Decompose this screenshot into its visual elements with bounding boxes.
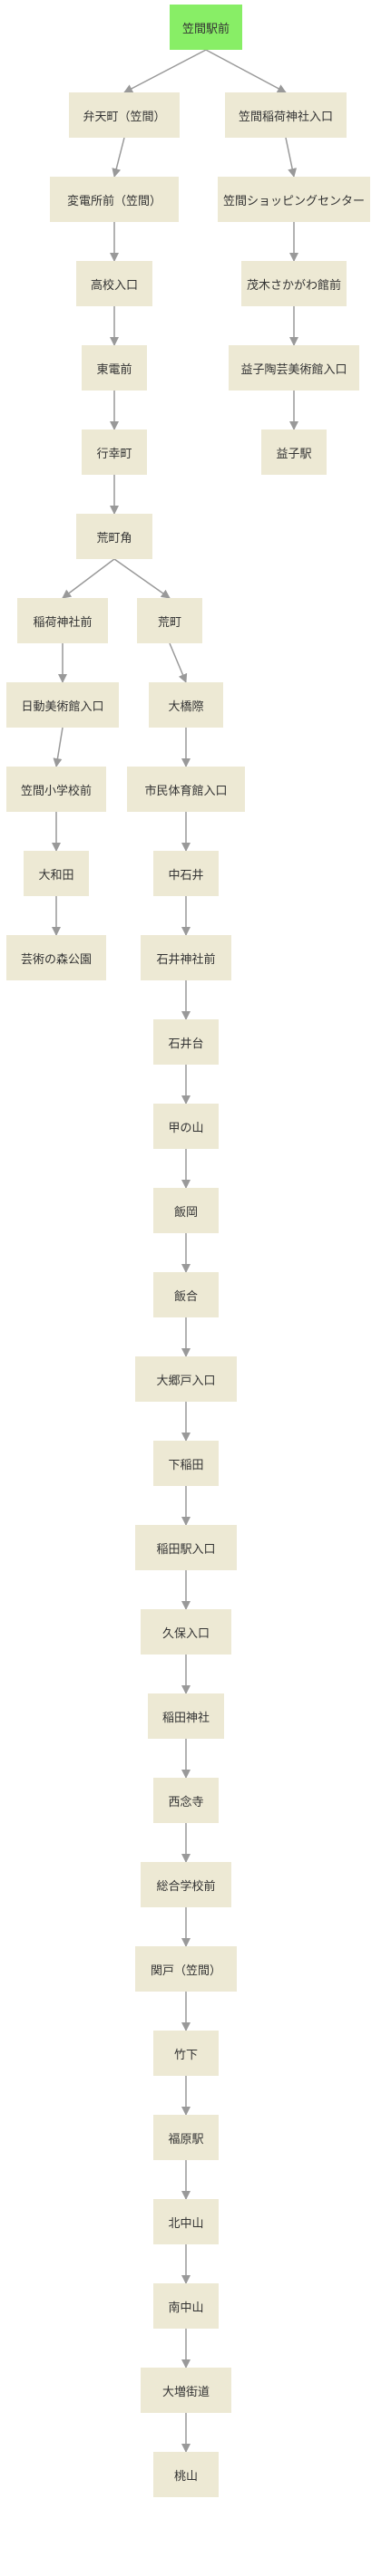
stop-node: 益子駅 (261, 429, 327, 475)
stop-node: 弁天町（笠間） (69, 92, 180, 138)
stop-node: 笠間小学校前 (6, 767, 106, 812)
connector-arrow (113, 558, 171, 599)
stop-node: 中石井 (153, 851, 219, 896)
stop-node: 大増街道 (141, 2368, 231, 2413)
stop-node: 北中山 (153, 2199, 219, 2244)
stop-node: 稲田神社 (148, 1693, 224, 1739)
stop-node: 高校入口 (76, 261, 152, 306)
stop-node: 大橋際 (149, 682, 223, 728)
stop-node: 西念寺 (153, 1778, 219, 1823)
stop-node: 益子陶芸美術館入口 (229, 345, 359, 391)
stop-node: 変電所前（笠間） (50, 177, 179, 222)
connector-arrow (205, 49, 287, 93)
stop-node: 久保入口 (141, 1609, 231, 1655)
stop-node: 南中山 (153, 2283, 219, 2329)
stop-node: 市民体育館入口 (127, 767, 245, 812)
stop-node: 東電前 (82, 345, 147, 391)
stop-node: 甲の山 (153, 1104, 219, 1149)
stop-node: 笠間駅前 (170, 5, 242, 50)
stop-node: 笠間稲荷神社入口 (225, 92, 347, 138)
connector-arrow (53, 727, 64, 767)
stop-node: 福原駅 (153, 2115, 219, 2160)
stop-node: 大和田 (24, 851, 89, 896)
connector-arrow (62, 558, 115, 599)
stop-node: 行幸町 (82, 429, 147, 475)
connector-arrow (285, 137, 298, 178)
stop-node: 大郷戸入口 (135, 1356, 237, 1402)
stop-node: 荒町角 (76, 514, 152, 559)
stop-node: 石井台 (153, 1019, 219, 1065)
stop-node: 石井神社前 (141, 935, 231, 980)
stop-node: 桃山 (153, 2452, 219, 2497)
stop-node: 荒町 (137, 598, 202, 643)
stop-node: 芸術の森公園 (6, 935, 106, 980)
stop-node: 総合学校前 (141, 1862, 231, 1907)
stop-node: 関戸（笠間） (135, 1946, 237, 1992)
connector-arrow (123, 49, 207, 93)
stop-node: 笠間ショッピングセンター (218, 177, 370, 222)
stop-node: 飯岡 (153, 1188, 219, 1233)
connector-arrow (112, 137, 125, 178)
stop-node: 竹下 (153, 2031, 219, 2076)
stop-node: 下稲田 (153, 1441, 219, 1486)
edge-layer (52, 49, 298, 2453)
stop-node: 稲荷神社前 (17, 598, 108, 643)
stop-node: 日動美術館入口 (6, 682, 119, 728)
stop-node: 茂木さかがわ館前 (241, 261, 347, 306)
stop-node: 飯合 (153, 1272, 219, 1317)
stop-node: 稲田駅入口 (135, 1525, 237, 1570)
connector-arrow (169, 642, 188, 683)
